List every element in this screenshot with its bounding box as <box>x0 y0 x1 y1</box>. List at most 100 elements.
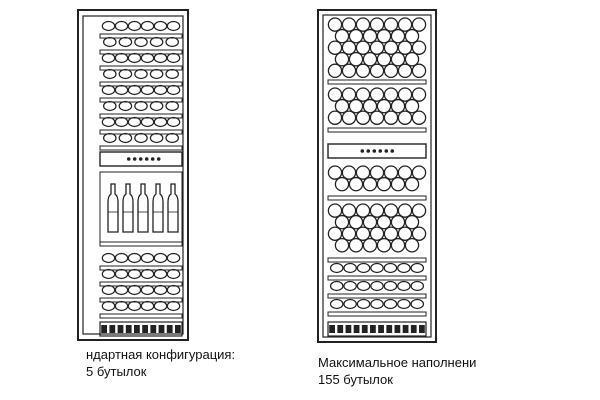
shelf <box>99 81 183 87</box>
control-button <box>150 157 155 161</box>
bottle-end <box>149 132 164 144</box>
bottle-end <box>355 87 371 102</box>
bottle-end <box>101 284 116 296</box>
bottle-end <box>327 40 343 55</box>
bottle-end <box>334 237 350 253</box>
bottle-row <box>103 132 179 144</box>
bottle-end <box>355 63 371 79</box>
vent-slot <box>337 325 344 333</box>
bottle-end <box>329 298 344 310</box>
bottle-end <box>341 226 357 241</box>
bottle-end <box>397 17 413 32</box>
bottle-row <box>101 284 181 296</box>
bottle-end <box>411 87 427 102</box>
bottle-end <box>166 284 181 296</box>
bottle-end <box>334 214 350 230</box>
bottle-end <box>329 280 344 292</box>
bottle-end <box>369 203 385 218</box>
control-button <box>372 149 377 153</box>
bottle-end <box>134 36 148 48</box>
shelf <box>99 145 183 151</box>
bottle-end <box>362 28 378 44</box>
bottle-end <box>153 268 168 280</box>
bottle-row <box>101 268 181 280</box>
shelf <box>99 241 183 247</box>
bottle-end <box>149 36 164 48</box>
bottle-end <box>356 298 371 310</box>
bottle-end <box>376 176 392 192</box>
cabinet-maximum-capacity <box>317 9 437 343</box>
bottle-row <box>101 252 181 264</box>
bottle-end <box>341 17 357 32</box>
bottle-end <box>369 226 385 241</box>
control-button <box>360 149 365 153</box>
control-button <box>366 149 371 153</box>
bottle-end <box>404 237 420 253</box>
shelf-rail <box>327 195 427 201</box>
bottle-end <box>165 36 179 48</box>
bottle-end <box>411 226 427 241</box>
vent-slot <box>345 325 352 333</box>
bottle-end <box>101 20 116 32</box>
bottle-end <box>397 298 411 310</box>
bottle-end <box>410 280 425 292</box>
bottle-end <box>334 52 350 67</box>
upright-bottle <box>137 183 149 233</box>
bottle-end <box>114 116 129 128</box>
bottle-end <box>348 28 364 44</box>
bottle-end <box>127 52 142 64</box>
control-button <box>384 149 389 153</box>
shelf-rail <box>327 275 427 281</box>
bottle-end <box>362 176 378 192</box>
bottle-end <box>376 52 392 67</box>
bottle-end <box>376 98 392 114</box>
bottle-end <box>356 262 371 274</box>
shelf-rail <box>327 293 427 299</box>
bottle-end <box>362 214 378 230</box>
bottle-end <box>334 176 350 192</box>
shelf-rail <box>99 49 183 55</box>
bottle-end <box>101 52 116 64</box>
bottle-end <box>149 100 164 112</box>
vent-slot <box>125 325 132 333</box>
bottle-end <box>127 268 142 280</box>
vent-slot <box>158 325 165 333</box>
shelf <box>327 195 427 201</box>
bottle-end <box>355 40 371 55</box>
bottle-end <box>356 280 371 292</box>
shelf <box>327 257 427 263</box>
bottle-end <box>390 237 406 253</box>
bottle-end <box>153 252 168 264</box>
bottle-end <box>348 176 364 192</box>
bottle-end <box>411 203 427 218</box>
bottle-end <box>355 110 371 125</box>
bottle-end <box>411 165 427 180</box>
bottle-end <box>383 298 398 310</box>
shelf-rail <box>99 241 183 247</box>
control-panel-frame <box>99 151 183 167</box>
bottle-end <box>127 300 142 312</box>
bottle-end <box>404 52 420 67</box>
bottle-end <box>348 214 364 230</box>
bottle-end <box>149 68 164 80</box>
bottle-end <box>118 100 133 112</box>
bottle-end <box>140 268 155 280</box>
bottle-end <box>114 284 129 296</box>
bottle-end <box>369 63 385 79</box>
shelf <box>99 113 183 119</box>
bottle-end <box>166 20 181 32</box>
bottle-end <box>397 203 413 218</box>
vent-slot <box>150 325 157 333</box>
shelf <box>327 127 427 133</box>
cabinet-outer-frame <box>317 9 437 343</box>
bottle-end <box>348 98 364 114</box>
vent-slot <box>361 325 368 333</box>
bottle-end <box>390 98 406 114</box>
bottle-end <box>118 68 133 80</box>
control-button <box>390 149 395 153</box>
bottle-end <box>153 52 168 64</box>
bottle-end <box>376 214 392 230</box>
bottle-end <box>404 176 420 192</box>
bottle-end <box>101 268 116 280</box>
bottle-end <box>390 52 406 67</box>
